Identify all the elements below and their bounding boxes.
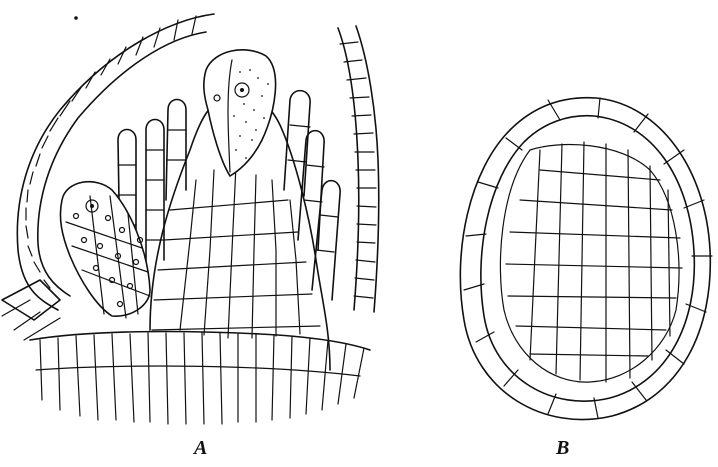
right-filament [338,26,379,312]
inner-cells [500,142,682,382]
panel-a-longitudinal-section [2,14,379,424]
panel-a-label: A [194,438,207,458]
panel-b-label: B [556,438,569,458]
panel-b-transverse-section [460,98,712,420]
upper-ovoid-organ [204,50,276,176]
basal-cells [30,332,370,424]
